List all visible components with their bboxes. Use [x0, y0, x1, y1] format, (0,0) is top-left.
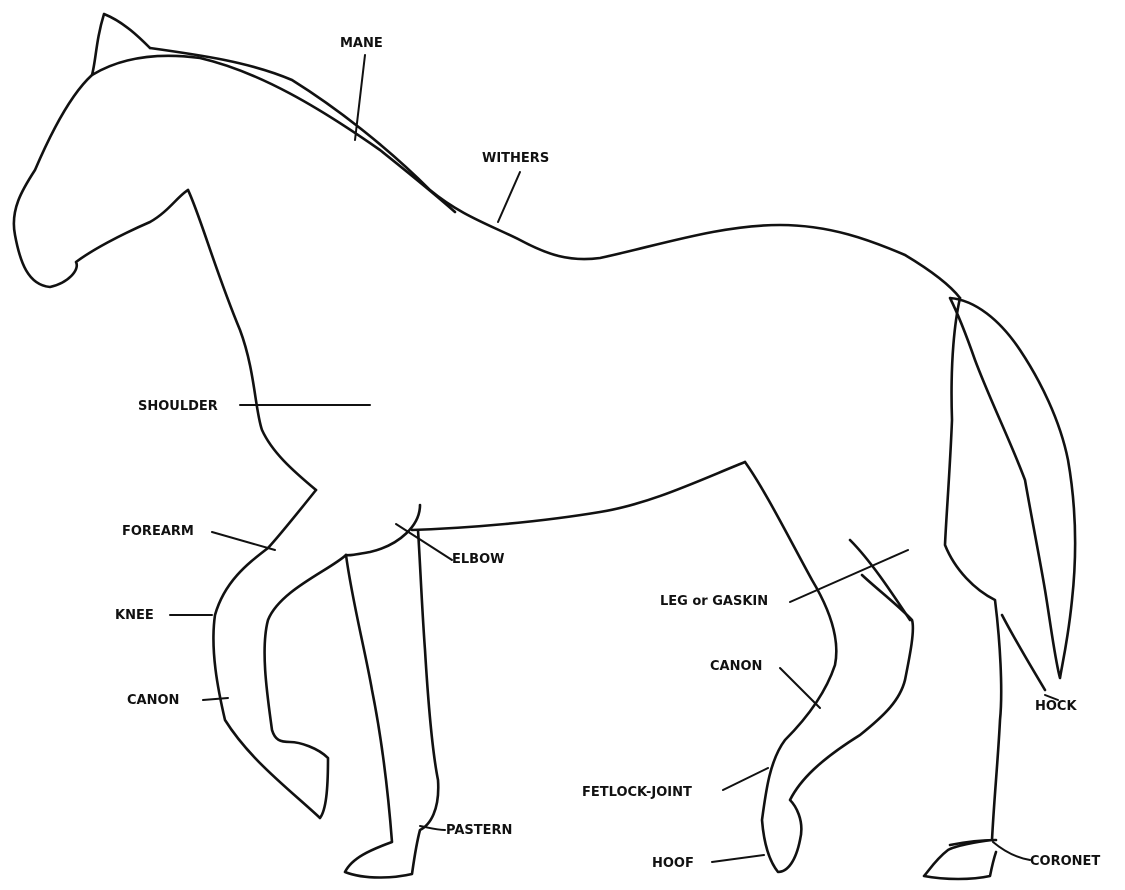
hoof-leader	[712, 855, 764, 862]
label-knee: KNEE	[115, 609, 154, 622]
horse-tail-outline	[950, 298, 1075, 678]
label-hock: HOCK	[1035, 700, 1077, 713]
label-canon-hind: CANON	[710, 660, 762, 673]
label-withers: WITHERS	[482, 152, 549, 165]
label-shoulder: SHOULDER	[138, 400, 218, 413]
label-hoof: HOOF	[652, 857, 694, 870]
label-leg-or-gaskin: LEG or GASKIN	[660, 595, 768, 608]
label-mane: MANE	[340, 37, 383, 50]
horse-belly-outline	[412, 462, 745, 530]
horse-near-hindleg-outline	[745, 462, 913, 872]
horse-standing-foreleg-outline	[345, 530, 438, 878]
label-pastern: PASTERN	[446, 824, 512, 837]
horse-mane-outline	[92, 56, 455, 212]
horse-hock-line	[1002, 615, 1045, 690]
horse-elbow-outline	[346, 505, 420, 555]
fetlock-leader	[723, 768, 768, 790]
withers-leader	[498, 172, 520, 222]
forearm-leader	[212, 532, 275, 550]
label-forearm: FOREARM	[122, 525, 194, 538]
horse-coronet-band	[950, 840, 996, 845]
label-fetlock-joint: FETLOCK-JOINT	[582, 786, 692, 799]
canon-front-leader	[203, 698, 228, 700]
leg-gaskin-leader	[790, 550, 908, 602]
coronet-leader	[993, 842, 1030, 860]
canon-hind-leader	[780, 668, 820, 708]
label-coronet: CORONET	[1030, 855, 1100, 868]
horse-far-hindleg-outline	[850, 298, 1001, 879]
label-elbow: ELBOW	[452, 553, 504, 566]
label-canon-front: CANON	[127, 694, 179, 707]
horse-raised-foreleg-outline	[213, 490, 346, 818]
horse-chest-outline	[188, 190, 316, 490]
